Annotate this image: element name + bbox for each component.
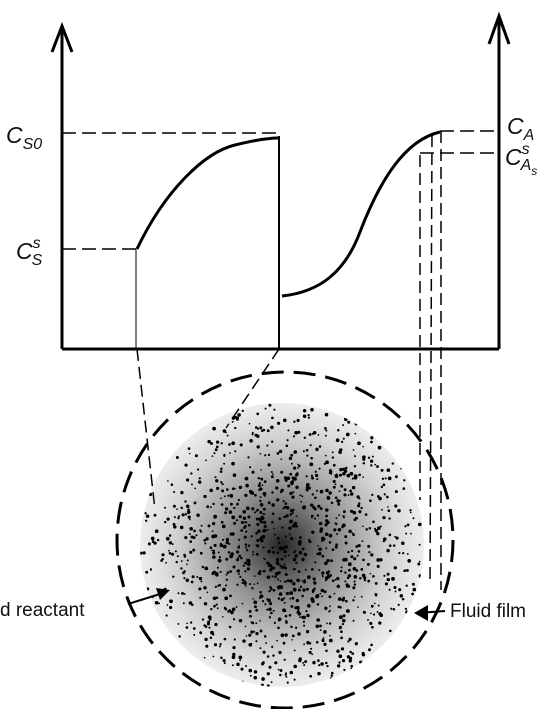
particle-left-projection	[136, 348, 156, 511]
fluid-film-arrow	[414, 605, 446, 621]
particle-speckle	[140, 403, 423, 687]
reference-lines	[62, 130, 499, 250]
right-axis	[487, 11, 511, 349]
particle-core-texture	[140, 403, 424, 687]
film-inner-projection	[429, 134, 433, 586]
solid-reactant-arrow	[127, 588, 170, 605]
ca-label: CA	[507, 113, 534, 144]
cs0-label: CS0	[6, 122, 42, 153]
left-axis	[50, 21, 74, 349]
projection-lines	[136, 131, 442, 590]
solid-particle	[115, 370, 455, 709]
solid-reactant-label: d reactant	[0, 600, 85, 621]
fluid-film-boundary	[115, 370, 455, 709]
fluid-concentration-curve	[281, 130, 441, 298]
fluid-film-label: Fluid film	[450, 601, 526, 622]
solid-concentration-curve	[135, 136, 280, 250]
